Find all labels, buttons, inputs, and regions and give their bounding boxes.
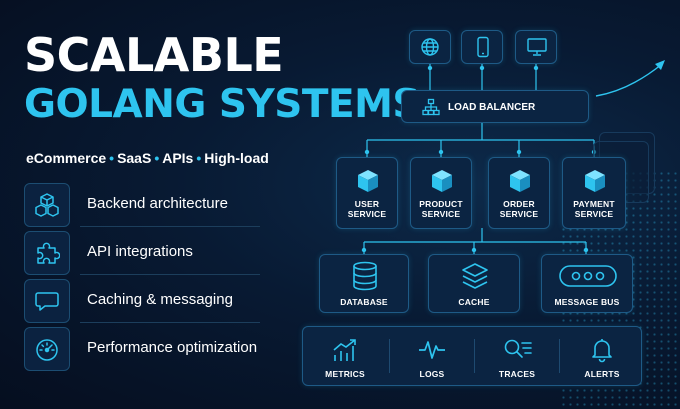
message-bus-box: MESSAGE BUS (541, 254, 633, 313)
database-icon (353, 261, 377, 291)
bar-chart-icon (333, 339, 356, 361)
mobile-icon (477, 36, 489, 58)
traces-label: TRACES (498, 369, 536, 379)
search-list-icon (504, 339, 532, 358)
service-user: USER SERVICE (336, 157, 398, 229)
feature-label: Backend architecture (87, 195, 228, 212)
service-order: ORDER SERVICE (488, 157, 550, 229)
feature-api-integrations: API integrations (24, 231, 264, 275)
cube-icon (358, 170, 378, 192)
load-balancer: LOAD BALANCER (401, 90, 589, 123)
service-label-line1: ORDER (503, 199, 535, 209)
title-line-1: SCALABLE (24, 28, 284, 82)
cache-box: CACHE (428, 254, 520, 313)
feature-performance-optimization: Performance optimization (24, 327, 264, 371)
service-payment: PAYMENT SERVICE (562, 157, 626, 229)
cache-label: CACHE (458, 297, 490, 307)
observability-panel: METRICS LOGS TRACES ALERTS (302, 326, 642, 386)
metrics-label: METRICS (325, 369, 365, 379)
network-hierarchy-icon (422, 98, 440, 116)
bullet-icon: • (154, 150, 160, 166)
divider (389, 339, 390, 373)
message-bus-label: MESSAGE BUS (554, 297, 620, 307)
tag-saas: SaaS (117, 150, 152, 166)
divider (80, 322, 260, 323)
chat-bubble-icon (24, 279, 70, 323)
feature-backend-architecture: Backend architecture (24, 183, 264, 227)
tag-apis: APIs (162, 150, 194, 166)
service-label-line2: SERVICE (499, 209, 539, 219)
service-label-line2: SERVICE (347, 209, 387, 219)
divider (474, 339, 475, 373)
desktop-icon (527, 38, 547, 56)
load-balancer-label: LOAD BALANCER (448, 102, 536, 113)
speedometer-icon (24, 327, 70, 371)
cube-icon (510, 170, 530, 192)
divider (559, 339, 560, 373)
client-mobile (461, 30, 503, 64)
service-label-line2: SERVICE (421, 209, 461, 219)
cube-icon (432, 170, 452, 192)
alerts-label: ALERTS (584, 369, 620, 379)
tag-list: eCommerce•SaaS•APIs•High-load (26, 150, 269, 166)
service-label-line1: USER (354, 199, 380, 209)
feature-label: Caching & messaging (87, 291, 233, 308)
title-line-2: GOLANG SYSTEMS (24, 82, 421, 127)
bullet-icon: • (196, 150, 202, 166)
feature-caching-messaging: Caching & messaging (24, 279, 264, 323)
divider (80, 226, 260, 227)
client-web (409, 30, 451, 64)
tag-ecommerce: eCommerce (26, 150, 107, 166)
bullet-icon: • (109, 150, 115, 166)
observability-logs: LOGS (397, 327, 467, 387)
cube-icon (585, 170, 605, 192)
observability-alerts: ALERTS (567, 327, 637, 387)
database-label: DATABASE (340, 297, 388, 307)
bell-icon (592, 339, 612, 363)
observability-metrics: METRICS (310, 327, 380, 387)
message-bus-icon (559, 265, 617, 287)
feature-label: Performance optimization (87, 339, 258, 356)
globe-icon (421, 38, 439, 56)
service-label-line1: PAYMENT (573, 199, 615, 209)
divider (80, 274, 260, 275)
service-label-line1: PRODUCT (419, 199, 463, 209)
puzzle-icon (24, 231, 70, 275)
observability-traces: TRACES (482, 327, 552, 387)
service-label-line2: SERVICE (574, 209, 614, 219)
tag-high-load: High-load (204, 150, 269, 166)
feature-label: API integrations (87, 243, 193, 260)
cubes-icon (24, 183, 70, 227)
layers-icon (462, 263, 488, 289)
client-desktop (515, 30, 557, 64)
logs-label: LOGS (419, 369, 445, 379)
database-box: DATABASE (319, 254, 409, 313)
service-product: PRODUCT SERVICE (410, 157, 472, 229)
pulse-icon (419, 341, 445, 359)
